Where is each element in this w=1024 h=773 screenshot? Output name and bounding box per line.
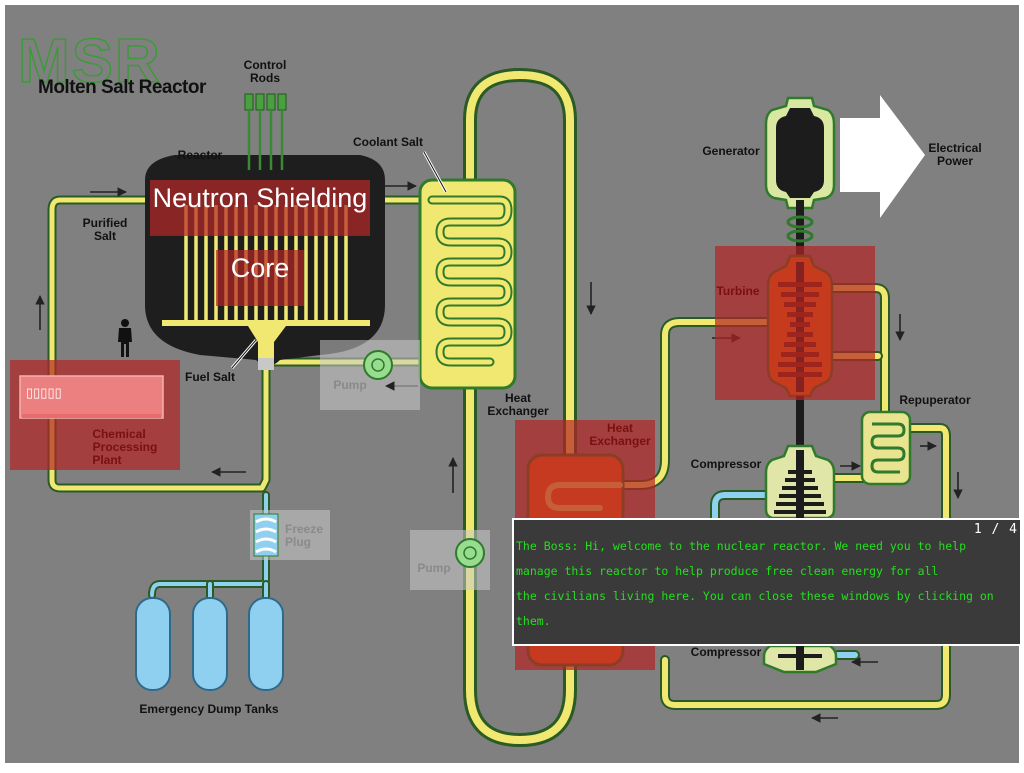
repuperator[interactable] <box>860 410 912 486</box>
core-plate <box>162 320 370 326</box>
chemical-plant-zone[interactable] <box>10 360 180 470</box>
electrical-power-label: Electrical <box>928 141 981 155</box>
control-rods-label-2: Rods <box>250 71 280 85</box>
emergency-dump-tanks[interactable] <box>135 597 284 691</box>
dialog-line-2: manage this reactor to help produce free… <box>516 564 939 578</box>
chemical-plant-label-3: Plant <box>92 453 121 467</box>
dialog-line-4: them. <box>516 614 551 628</box>
msr-logo: MSR <box>17 26 162 97</box>
core-label: Core <box>231 253 290 283</box>
dialog-page-counter: 1 / 4 <box>973 522 1018 537</box>
turbine-zone[interactable] <box>715 246 875 400</box>
generator[interactable] <box>764 96 836 255</box>
heat-exchanger-2-label: Heat <box>607 421 633 435</box>
dump-tanks-label: Emergency Dump Tanks <box>139 702 278 716</box>
core-zone[interactable] <box>216 250 304 306</box>
pump-primary-label: Pump <box>333 378 366 392</box>
dialog-line-3: the civilians living here. You can close… <box>516 589 994 603</box>
generator-label: Generator <box>702 144 760 158</box>
neutron-shielding-zone[interactable] <box>150 180 370 236</box>
compressor-top[interactable] <box>764 444 836 520</box>
chemical-plant-label-2: Processing <box>93 440 158 454</box>
heat-exchanger-2-label-2: Exchanger <box>589 434 651 448</box>
chemical-plant-label: Chemical <box>92 427 145 441</box>
purified-salt-label: Purified <box>83 216 128 230</box>
logo-title: Molten Salt Reactor <box>38 77 207 98</box>
person-icon <box>118 319 132 357</box>
electrical-power-label-2: Power <box>937 154 973 168</box>
purified-salt-label-2: Salt <box>94 229 116 243</box>
neutron-shielding-label: Neutron Shielding <box>153 183 368 213</box>
fuel-funnel <box>248 326 286 370</box>
turbine-label: Turbine <box>716 284 759 298</box>
heat-exchanger-primary[interactable] <box>418 178 517 390</box>
pump-primary[interactable] <box>320 340 420 410</box>
pump-secondary-label: Pump <box>417 561 450 575</box>
compressor-bottom-label: Compressor <box>691 645 762 659</box>
compressor-top-label: Compressor <box>691 457 762 471</box>
pump-secondary[interactable] <box>410 530 490 590</box>
coolant-salt-label: Coolant Salt <box>353 135 423 149</box>
heat-exchanger-label-2: Exchanger <box>487 404 549 418</box>
fuel-salt-label: Fuel Salt <box>185 370 235 384</box>
electrical-power-arrow <box>840 95 925 218</box>
heat-exchanger-label: Heat <box>505 391 531 405</box>
control-rods-label: Control <box>244 58 287 72</box>
dialog-line-1: The Boss: Hi, welcome to the nuclear rea… <box>516 539 967 553</box>
compressor-bottom[interactable] <box>762 644 838 674</box>
freeze-plug-label: Freeze <box>285 522 323 536</box>
chemical-display-readout: ▯▯▯▯▯ <box>26 385 62 400</box>
svg-text:MSR: MSR <box>18 27 162 96</box>
freeze-plug[interactable] <box>250 510 330 560</box>
dialog-window[interactable]: 1 / 4 The Boss: Hi, welcome to the nucle… <box>512 518 1022 646</box>
freeze-plug-label-2: Plug <box>285 535 311 549</box>
dialog-message[interactable]: The Boss: Hi, welcome to the nuclear rea… <box>516 534 1016 634</box>
reactor-label: Reactor <box>178 148 223 162</box>
repuperator-label: Repuperator <box>899 393 971 407</box>
control-rods[interactable] <box>244 93 287 170</box>
